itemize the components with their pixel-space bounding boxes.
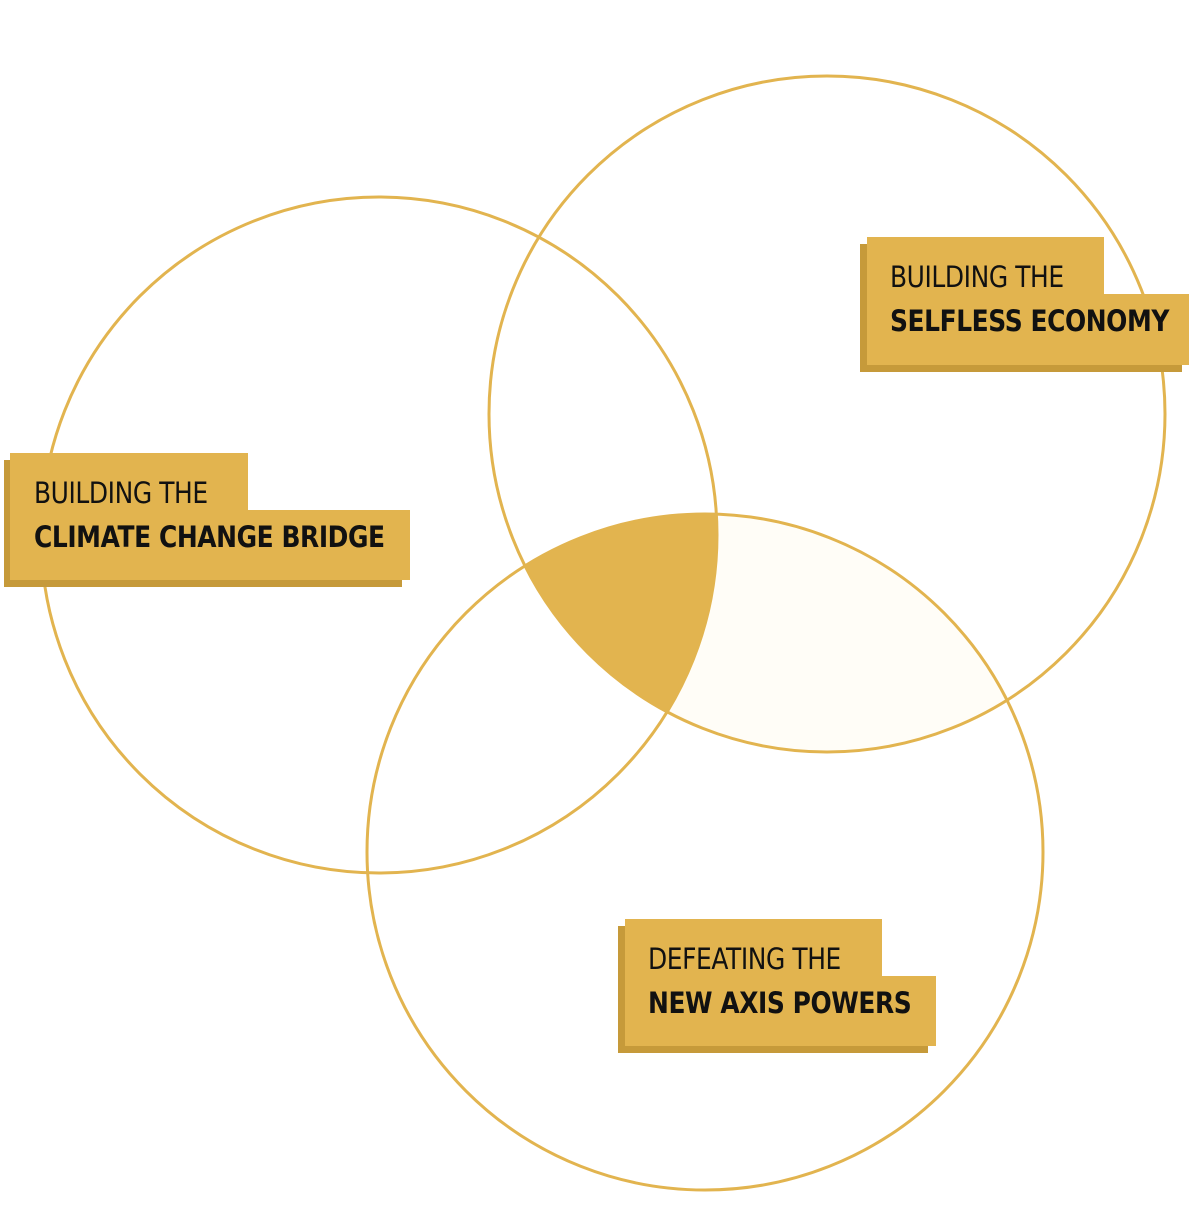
label-box-climate (4, 453, 410, 587)
label-economy-line1: BUILDING THE (890, 260, 1064, 294)
label-axis-line1: DEFEATING THE (648, 942, 841, 976)
label-climate-line1: BUILDING THE (34, 476, 208, 510)
circle-new-axis-powers (365, 512, 1045, 1192)
label-climate-change-bridge: BUILDING THE CLIMATE CHANGE BRIDGE (34, 479, 385, 552)
label-climate-line2: CLIMATE CHANGE BRIDGE (34, 520, 385, 554)
label-economy-line2: SELFLESS ECONOMY (890, 304, 1169, 338)
circle-selfless-economy (487, 74, 1167, 754)
label-box-axis (618, 919, 936, 1053)
label-axis-line2: NEW AXIS POWERS (648, 986, 912, 1020)
label-selfless-economy: BUILDING THE SELFLESS ECONOMY (890, 263, 1169, 336)
label-new-axis-powers: DEFEATING THE NEW AXIS POWERS (648, 942, 912, 1020)
label-box-economy (860, 237, 1189, 372)
